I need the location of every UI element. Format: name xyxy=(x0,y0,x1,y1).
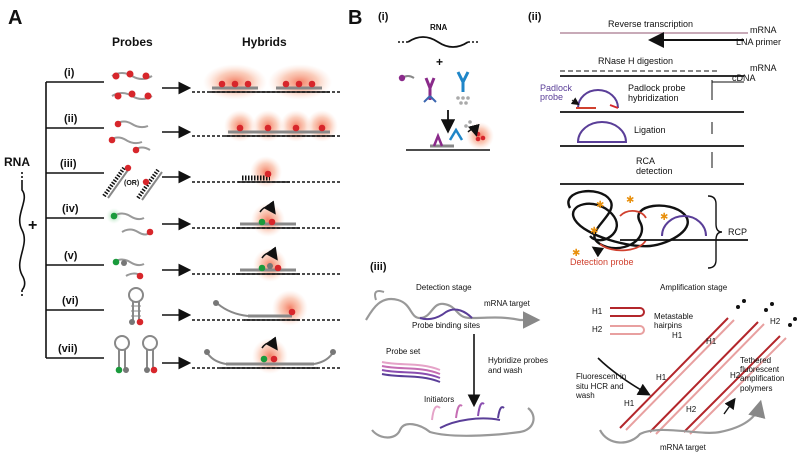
probe-ii xyxy=(108,120,151,154)
panel-b-ii-label: (ii) xyxy=(528,11,542,23)
hybrid-iii xyxy=(192,156,340,188)
probe-vi xyxy=(128,287,144,326)
b-ii-rcp: RCP xyxy=(728,227,748,237)
b-iii-mrna-target-2: mRNA target xyxy=(660,443,706,452)
b-ii-padlock-probe: Padlock probe xyxy=(540,83,573,103)
b-i-rna: RNA xyxy=(430,23,448,32)
plus-sign: + xyxy=(28,217,38,234)
svg-text:✱: ✱ xyxy=(626,195,634,206)
panel-a-letter: A xyxy=(8,7,23,29)
b-iii-h2-key: H2 xyxy=(592,325,603,334)
hybrid-iv xyxy=(192,200,340,237)
b-iii-h1-d: H1 xyxy=(624,399,635,408)
row-iv-label: (iv) xyxy=(62,203,79,215)
hybrid-v xyxy=(192,246,340,282)
b-iii-probe-binding-sites: Probe binding sites xyxy=(412,321,481,330)
rna-label: RNA xyxy=(4,155,30,169)
b-iii-h2-b: H2 xyxy=(686,405,697,414)
b-ii-padlock-hyb: Padlock probe hybridization xyxy=(628,83,686,103)
panel-b-iii-label: (iii) xyxy=(370,261,387,273)
hybrid-vii xyxy=(192,336,340,374)
svg-text:✱: ✱ xyxy=(572,248,580,259)
b-iii-metastable: Metastable hairpins xyxy=(654,312,694,331)
hybrid-ii xyxy=(192,110,340,142)
probe-v xyxy=(112,258,145,280)
probe-iii xyxy=(102,164,163,201)
svg-text:✱: ✱ xyxy=(660,212,668,223)
b-ii-mrna-1: mRNA xyxy=(750,25,777,35)
b-iii-fluorescent-hcr: Fluorescent in situ HCR and wash xyxy=(576,372,627,401)
row-ii-label: (ii) xyxy=(64,113,78,125)
panel-b-iii-graphic xyxy=(365,290,797,444)
b-ii-cdna: cDNA xyxy=(732,73,756,83)
svg-text:✱: ✱ xyxy=(590,226,598,237)
rna-strand xyxy=(18,172,26,298)
b-iii-h1-c: H1 xyxy=(656,373,667,382)
or-label: (OR) xyxy=(124,180,140,187)
b-ii-ligation: Ligation xyxy=(634,125,666,135)
b-ii-rca: RCA detection xyxy=(636,156,673,177)
row-vi-label: (vi) xyxy=(62,295,79,307)
b-iii-h1-b: H1 xyxy=(706,337,717,346)
panel-b-i-label: (i) xyxy=(378,11,389,23)
panel-b-i-graphic xyxy=(398,36,494,151)
b-iii-h1-key: H1 xyxy=(592,307,603,316)
panel-b-letter: B xyxy=(348,7,363,29)
bracket xyxy=(45,81,104,359)
b-iii-hybridize: Hybridize probes and wash xyxy=(488,356,549,375)
b-iii-initiators: Initiators xyxy=(424,395,455,404)
hybrid-i xyxy=(192,64,340,100)
row-iii-label: (iii) xyxy=(60,158,77,170)
hybrid-vi xyxy=(192,290,340,326)
svg-text:✱: ✱ xyxy=(596,200,604,211)
b-ii-detection-probe: Detection probe xyxy=(570,257,634,267)
hybrids-header: Hybrids xyxy=(242,35,287,49)
b-iii-detection-stage: Detection stage xyxy=(416,283,472,292)
b-iii-tethered: Tethered fluorescent amplification polym… xyxy=(740,356,785,393)
probes-header: Probes xyxy=(112,35,153,49)
row-vii-label: (vii) xyxy=(58,343,78,355)
b-iii-probe-set: Probe set xyxy=(386,347,421,356)
b-iii-amplification-stage: Amplification stage xyxy=(660,283,728,292)
row-arrows xyxy=(162,81,192,370)
row-i-label: (i) xyxy=(64,67,75,79)
probe-vii xyxy=(114,335,158,374)
b-i-plus: + xyxy=(436,55,444,69)
b-iii-h2-c: H2 xyxy=(770,317,781,326)
b-ii-lna-primer: LNA primer xyxy=(736,37,782,47)
b-iii-h1-a: H1 xyxy=(672,331,683,340)
probe-iv xyxy=(106,208,154,236)
probe-i xyxy=(111,70,153,100)
b-ii-mrna-2: mRNA xyxy=(750,63,777,73)
row-v-label: (v) xyxy=(64,250,78,262)
b-ii-rnase: RNase H digestion xyxy=(598,56,674,66)
b-iii-h2-a: H2 xyxy=(730,371,741,380)
b-ii-reverse-transcription: Reverse transcription xyxy=(608,19,694,29)
panel-b-ii-graphic: ✱ ✱ ✱ ✱ ✱ xyxy=(560,32,748,269)
b-iii-mrna-target: mRNA target xyxy=(484,299,530,308)
